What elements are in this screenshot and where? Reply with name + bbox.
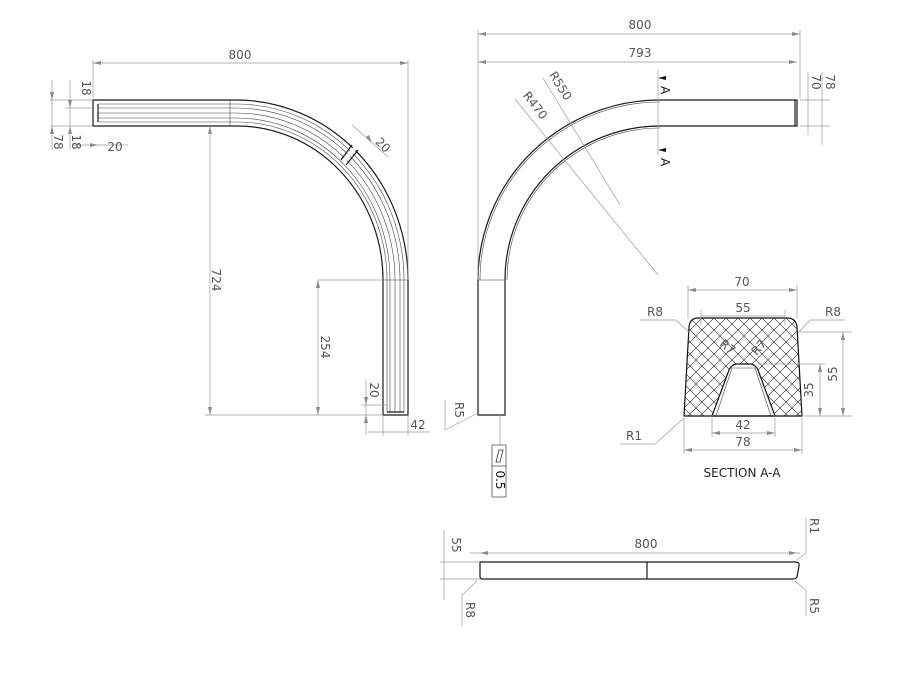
radius-inner-label: R470 <box>520 89 550 122</box>
radius-r1-label: R1 <box>807 518 821 534</box>
radius-r5-label: R5 <box>807 598 821 614</box>
dim-base-label: 78 <box>735 435 750 449</box>
front-view: 800 724 254 20 18 18 78 20 20 42 <box>50 48 430 436</box>
side-view-outline <box>479 561 800 580</box>
section-arrow-top <box>658 76 666 80</box>
dim-top-label: 70 <box>734 275 749 289</box>
section-title: SECTION A-A <box>704 466 782 480</box>
dim-height-label: 55 <box>826 366 840 381</box>
radius-corner-label: R5 <box>452 402 466 418</box>
dim-bottom-gap-label: 20 <box>367 382 381 397</box>
dim-78-label: 78 <box>823 74 837 89</box>
flatness-tolerance-frame: 0.5 <box>491 444 507 498</box>
top-view-outline <box>477 99 798 416</box>
dim-inner-label: 793 <box>629 46 652 60</box>
dim-height-label: 55 <box>449 537 463 552</box>
section-mark-bottom: A <box>658 158 672 167</box>
radius-right-label: R8 <box>825 305 841 319</box>
segment-gap <box>341 145 358 164</box>
dim-overall-label: 800 <box>629 18 652 32</box>
dim-42-label: 42 <box>410 418 425 432</box>
dim-channel-label: 42 <box>735 418 750 432</box>
section-arrow-bottom <box>658 148 666 152</box>
dim-top-18-label: 18 <box>79 80 93 95</box>
radius-r8-label: R8 <box>463 602 477 618</box>
dim-left-gap-label: 20 <box>107 140 122 154</box>
radius-left-label: R8 <box>647 305 663 319</box>
dim-78-label: 78 <box>51 134 65 149</box>
section-a-a: 70 55 42 78 35 55 R8 R8 R7 R7 R1 SECTION… <box>620 275 852 480</box>
side-view: 800 55 R8 R1 R5 <box>440 518 821 626</box>
dim-width-label: 800 <box>229 48 252 62</box>
dim-height-label: 724 <box>209 269 223 292</box>
flatness-value: 0.5 <box>493 470 507 489</box>
dim-channel-height-label: 35 <box>802 382 816 397</box>
section-profile <box>683 317 803 417</box>
dim-top-inner-label: 55 <box>735 301 750 315</box>
dim-bottom-18-label: 18 <box>69 134 83 149</box>
front-view-outline <box>92 99 409 416</box>
flatness-icon <box>495 449 504 463</box>
section-mark-top: A <box>658 86 672 95</box>
radius-base-label: R1 <box>626 429 642 443</box>
radius-outer-label: R550 <box>546 69 574 103</box>
top-view: 800 793 R550 R470 A A 70 78 R5 0.5 <box>444 18 837 498</box>
dim-straight-label: 254 <box>318 336 332 359</box>
dim-70-label: 70 <box>809 74 823 89</box>
dim-end-gap-label: 20 <box>372 135 393 156</box>
dim-length-label: 800 <box>635 537 658 551</box>
